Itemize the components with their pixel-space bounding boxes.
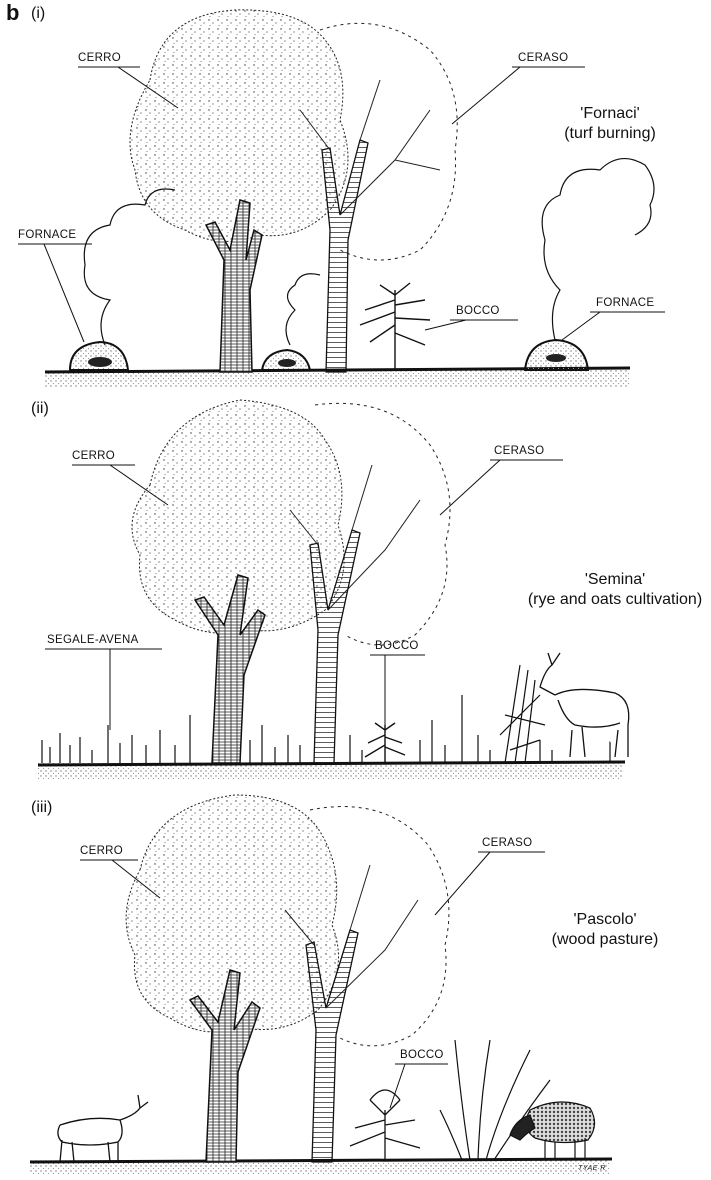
label-bocco: BOCCO	[456, 306, 500, 318]
caption-title: 'Semina'	[520, 570, 710, 590]
sheep	[510, 1102, 595, 1158]
smoke-cloud-right	[542, 159, 654, 340]
panel-number: (ii)	[31, 401, 49, 417]
tall-reeds	[440, 1040, 550, 1160]
label-ceraso: CERASO	[518, 53, 568, 65]
label-cerro: CERRO	[80, 846, 123, 858]
figure-letter: b	[6, 2, 19, 24]
kiln-left	[70, 342, 128, 370]
caption-block: 'Pascolo' (wood pasture)	[540, 910, 670, 950]
panel-number: (iii)	[31, 800, 52, 816]
caption-subtitle: (wood pasture)	[540, 930, 670, 950]
kiln-middle	[262, 350, 310, 370]
label-cerro: CERRO	[78, 53, 121, 65]
label-cerro: CERRO	[72, 451, 115, 463]
bocco-shrub	[350, 1090, 420, 1160]
label-segale-avena: SEGALE-AVENA	[47, 635, 139, 647]
label-bocco: BOCCO	[375, 641, 419, 653]
label-ceraso: CERASO	[482, 838, 532, 850]
kiln-right	[525, 340, 588, 370]
panel-fornaci: b (i) CERRO CERASO FORNACE BOCCO FORNACE…	[0, 0, 711, 395]
goat	[540, 653, 629, 757]
panel-pascolo: (iii) CERRO CERASO BOCCO 'Pascolo' (wood…	[0, 790, 711, 1180]
caption-title: 'Pascolo'	[540, 910, 670, 930]
panel-semina: (ii) CERRO CERASO SEGALE-AVENA BOCCO 'Se…	[0, 395, 711, 790]
caption-subtitle: (rye and oats cultivation)	[520, 590, 710, 610]
goat	[58, 1095, 148, 1162]
label-fornace-right: FORNACE	[596, 298, 654, 310]
caption-subtitle: (turf burning)	[545, 124, 675, 144]
artist-signature: TYAE R	[577, 1165, 606, 1172]
bocco-shrub	[365, 723, 405, 763]
panel-number: (i)	[31, 6, 45, 22]
caption-block: 'Fornaci' (turf burning)	[545, 104, 675, 144]
label-bocco: BOCCO	[400, 1050, 444, 1062]
label-fornace-left: FORNACE	[18, 230, 76, 242]
smoke-cloud-mid	[286, 274, 320, 345]
caption-block: 'Semina' (rye and oats cultivation)	[520, 570, 710, 610]
caption-title: 'Fornaci'	[545, 104, 675, 124]
hedge-thicket	[500, 665, 545, 763]
label-ceraso: CERASO	[494, 446, 544, 458]
bocco-shrub	[360, 283, 430, 370]
